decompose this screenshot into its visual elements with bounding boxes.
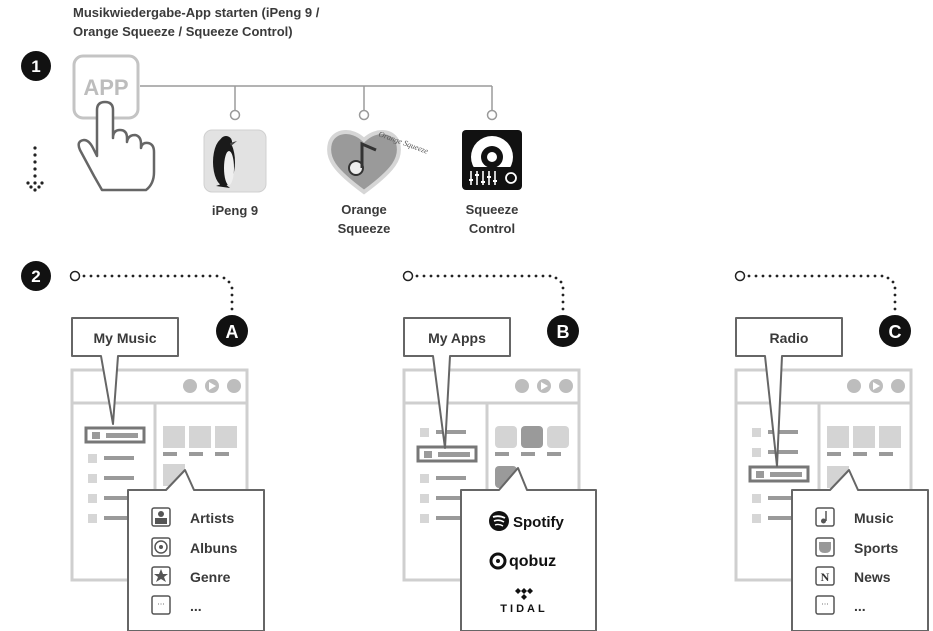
dotted-connector: [734, 270, 897, 311]
popup-item[interactable]: Artists: [151, 507, 235, 527]
step-2-marker: 2: [21, 261, 51, 291]
spotify-logo[interactable]: Spotify: [489, 511, 564, 531]
popup-label: Music: [854, 510, 894, 526]
penguin-icon: [213, 136, 237, 188]
popup-item[interactable]: ··· ...: [815, 595, 866, 615]
pointing-hand-icon: [77, 100, 156, 192]
dotted-connector: [402, 270, 565, 311]
dotted-connector: [69, 270, 234, 311]
app-orange-squeeze-label-1: Orange: [341, 202, 387, 217]
qobuz-icon: [489, 552, 507, 570]
popup-label: Artists: [190, 510, 235, 526]
app-connector-lines: [140, 85, 498, 121]
panel-a-callout: My Music: [93, 330, 156, 346]
popup-item[interactable]: Music: [815, 507, 894, 527]
app-orange-squeeze: Orange Squeeze Orange Squeeze: [327, 129, 430, 236]
step-1-marker: 1: [21, 51, 51, 81]
tidal-icon: [515, 588, 533, 600]
popup-item[interactable]: Albuns: [151, 537, 238, 557]
spotify-label: Spotify: [513, 514, 564, 531]
panel-b-letter: B: [557, 322, 570, 342]
header-line-2: Orange Squeeze / Squeeze Control): [73, 24, 293, 39]
app-squeeze-control: Squeeze Control: [462, 130, 522, 236]
svg-text:···: ···: [157, 600, 165, 609]
panel-c-letter: C: [889, 322, 902, 342]
qobuz-logo[interactable]: qobuz: [489, 552, 556, 570]
tidal-label: TIDAL: [500, 603, 547, 615]
popup-item[interactable]: N News: [815, 566, 891, 586]
popup-label: ...: [190, 598, 202, 614]
popup-label: News: [854, 569, 891, 585]
popup-label: Albuns: [190, 540, 238, 556]
squeeze-control-icon: [462, 130, 522, 190]
svg-text:···: ···: [821, 600, 829, 609]
popup-label: Sports: [854, 540, 899, 556]
app-orange-squeeze-label-2: Squeeze: [338, 221, 391, 236]
app-squeeze-control-label-2: Control: [469, 221, 515, 236]
popup-label: ...: [854, 598, 866, 614]
tidal-logo[interactable]: TIDAL: [500, 588, 547, 615]
app-ipeng: iPeng 9: [203, 129, 267, 218]
panel-c-callout: Radio: [770, 330, 809, 346]
orange-heart-icon: [327, 130, 401, 195]
panel-b: B My Apps Spotify qobuz: [402, 270, 597, 631]
panel-c: C Radio Music Sports N News: [734, 270, 929, 631]
header-line-1: Musikwiedergabe-App starten (iPeng 9 /: [73, 5, 320, 20]
qobuz-label: qobuz: [509, 553, 556, 570]
popup-label: Genre: [190, 569, 231, 585]
panel-a-letter: A: [226, 322, 239, 342]
app-icon-label: APP: [83, 75, 128, 100]
panel-b-callout: My Apps: [428, 330, 486, 346]
step-1-number: 1: [31, 57, 40, 76]
app-ipeng-label: iPeng 9: [212, 203, 258, 218]
app-squeeze-control-label-1: Squeeze: [466, 202, 519, 217]
popup-item[interactable]: Sports: [815, 537, 899, 557]
down-arrow-icon: [26, 146, 44, 192]
news-icon: N: [821, 570, 830, 584]
popup-item[interactable]: ··· ...: [151, 595, 202, 615]
panel-a: A My Music Artists Albuns: [69, 270, 265, 631]
step-2-number: 2: [31, 267, 40, 286]
popup-item[interactable]: Genre: [151, 566, 231, 586]
